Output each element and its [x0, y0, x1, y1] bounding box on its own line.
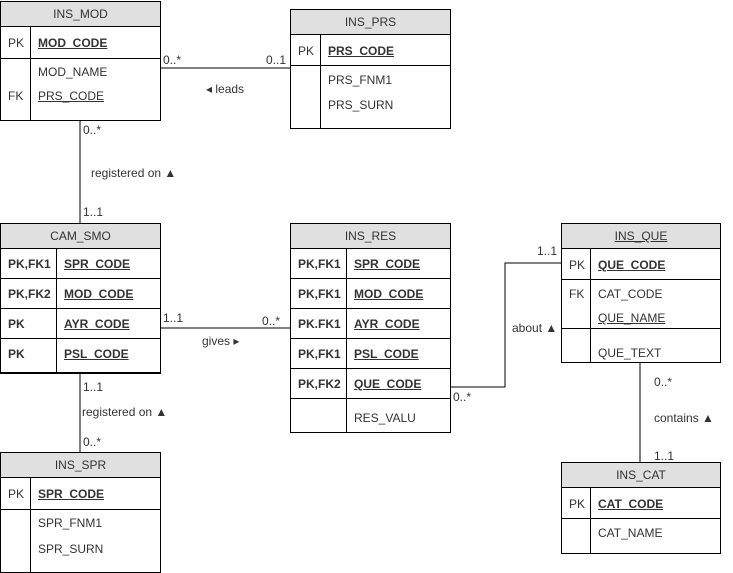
entity-title: INS_RES	[291, 224, 450, 249]
field-cat-name: CAT_NAME	[598, 526, 663, 540]
field-spr-code: SPR_CODE	[38, 487, 105, 501]
key-marker: PK.FK1	[298, 317, 341, 331]
field-mod-code: MOD_CODE	[64, 287, 134, 301]
entity-title: INS_MOD	[1, 2, 160, 27]
field-que-name: QUE_NAME	[598, 311, 666, 325]
pk-marker: PK	[8, 487, 25, 501]
key-marker: PK,FK1	[298, 287, 341, 301]
card-mod-prs-from: 0..*	[163, 53, 182, 67]
entity-title: INS_QUE	[562, 224, 720, 249]
label-leads: ◂ leads	[206, 82, 245, 96]
pk-marker: PK	[298, 44, 315, 58]
fk-marker: FK	[8, 89, 24, 103]
field-cat-code: CAT_CODE	[598, 287, 663, 301]
field-psl-code: PSL_CODE	[354, 347, 419, 361]
entity-title-text: INS_QUE	[614, 229, 668, 243]
card-que-cat-from: 0..*	[654, 375, 673, 389]
field-psl-code: PSL_CODE	[64, 347, 129, 361]
field-prs-code: PRS_CODE	[38, 89, 105, 103]
label-about: about ▲	[512, 321, 558, 335]
card-mod-smo-to: 1..1	[83, 205, 104, 219]
entity-title: INS_CAT	[562, 463, 720, 488]
field-ayr-code: AYR_CODE	[354, 317, 420, 331]
label-gives: gives ▸	[202, 334, 240, 348]
label-registered-on-2: registered on ▲	[82, 405, 168, 419]
field-cat-code: CAT_CODE	[598, 497, 664, 511]
field-prs-surn: PRS_SURN	[328, 98, 394, 112]
field-mod-code: MOD_CODE	[38, 36, 108, 50]
label-contains: contains ▲	[654, 411, 714, 425]
entity-ins-cat[interactable]: INS_CAT PK CAT_CODE CAT_NAME	[561, 462, 721, 554]
key-marker: PK,FK2	[8, 287, 51, 301]
key-marker: PK	[8, 347, 25, 361]
field-spr-code: SPR_CODE	[64, 257, 131, 271]
entity-title: INS_SPR	[1, 453, 160, 478]
key-marker: PK	[8, 317, 25, 331]
key-marker: PK,FK1	[8, 257, 51, 271]
field-que-code: QUE_CODE	[598, 258, 666, 272]
field-prs-fnm1: PRS_FNM1	[328, 73, 393, 87]
field-prs-code: PRS_CODE	[328, 44, 395, 58]
field-spr-code: SPR_CODE	[354, 257, 421, 271]
key-marker: PK,FK1	[298, 347, 341, 361]
card-smo-spr-from: 1..1	[83, 380, 104, 394]
entity-ins-mod[interactable]: INS_MOD PK MOD_CODE MOD_NAME FK PRS_CODE	[0, 1, 161, 121]
field-mod-code: MOD_CODE	[354, 287, 424, 301]
field-spr-surn: SPR_SURN	[38, 542, 104, 556]
key-marker: PK,FK1	[298, 257, 341, 271]
entity-ins-res[interactable]: INS_RES PK,FK1 SPR_CODE PK,FK1 MOD_CODE …	[290, 223, 451, 433]
card-res-que-to: 1..1	[537, 244, 558, 258]
pk-marker: PK	[569, 497, 586, 511]
entity-ins-que[interactable]: INS_QUE PK QUE_CODE FK CAT_CODE QUE_NAME…	[561, 223, 721, 363]
card-mod-smo-from: 0..*	[83, 123, 102, 137]
key-marker: PK,FK2	[298, 377, 341, 391]
entity-ins-spr[interactable]: INS_SPR PK SPR_CODE SPR_FNM1 SPR_SURN	[0, 452, 161, 573]
fk-marker: FK	[569, 287, 585, 301]
card-mod-prs-to: 0..1	[266, 53, 287, 67]
field-mod-name: MOD_NAME	[38, 65, 108, 79]
card-que-cat-to: 1..1	[654, 449, 675, 463]
pk-marker: PK	[569, 258, 586, 272]
card-smo-res-to: 0..*	[262, 314, 281, 328]
card-smo-spr-to: 0..*	[83, 435, 102, 449]
field-ayr-code: AYR_CODE	[64, 317, 130, 331]
entity-title: INS_PRS	[291, 10, 450, 35]
line-res-que	[450, 262, 561, 388]
card-smo-res-from: 1..1	[163, 311, 184, 325]
field-que-code: QUE_CODE	[354, 377, 422, 391]
entity-title: CAM_SMO	[1, 224, 160, 249]
card-res-que-from: 0..*	[453, 390, 472, 404]
label-registered-on-1: registered on ▲	[91, 166, 177, 180]
field-spr-fnm1: SPR_FNM1	[38, 516, 103, 530]
entity-ins-prs[interactable]: INS_PRS PK PRS_CODE PRS_FNM1 PRS_SURN	[290, 9, 451, 129]
pk-marker: PK	[8, 36, 25, 50]
entity-cam-smo[interactable]: CAM_SMO PK,FK1 SPR_CODE PK,FK2 MOD_CODE …	[0, 223, 161, 374]
field-que-text: QUE_TEXT	[598, 346, 662, 360]
field-res-valu: RES_VALU	[354, 411, 416, 425]
